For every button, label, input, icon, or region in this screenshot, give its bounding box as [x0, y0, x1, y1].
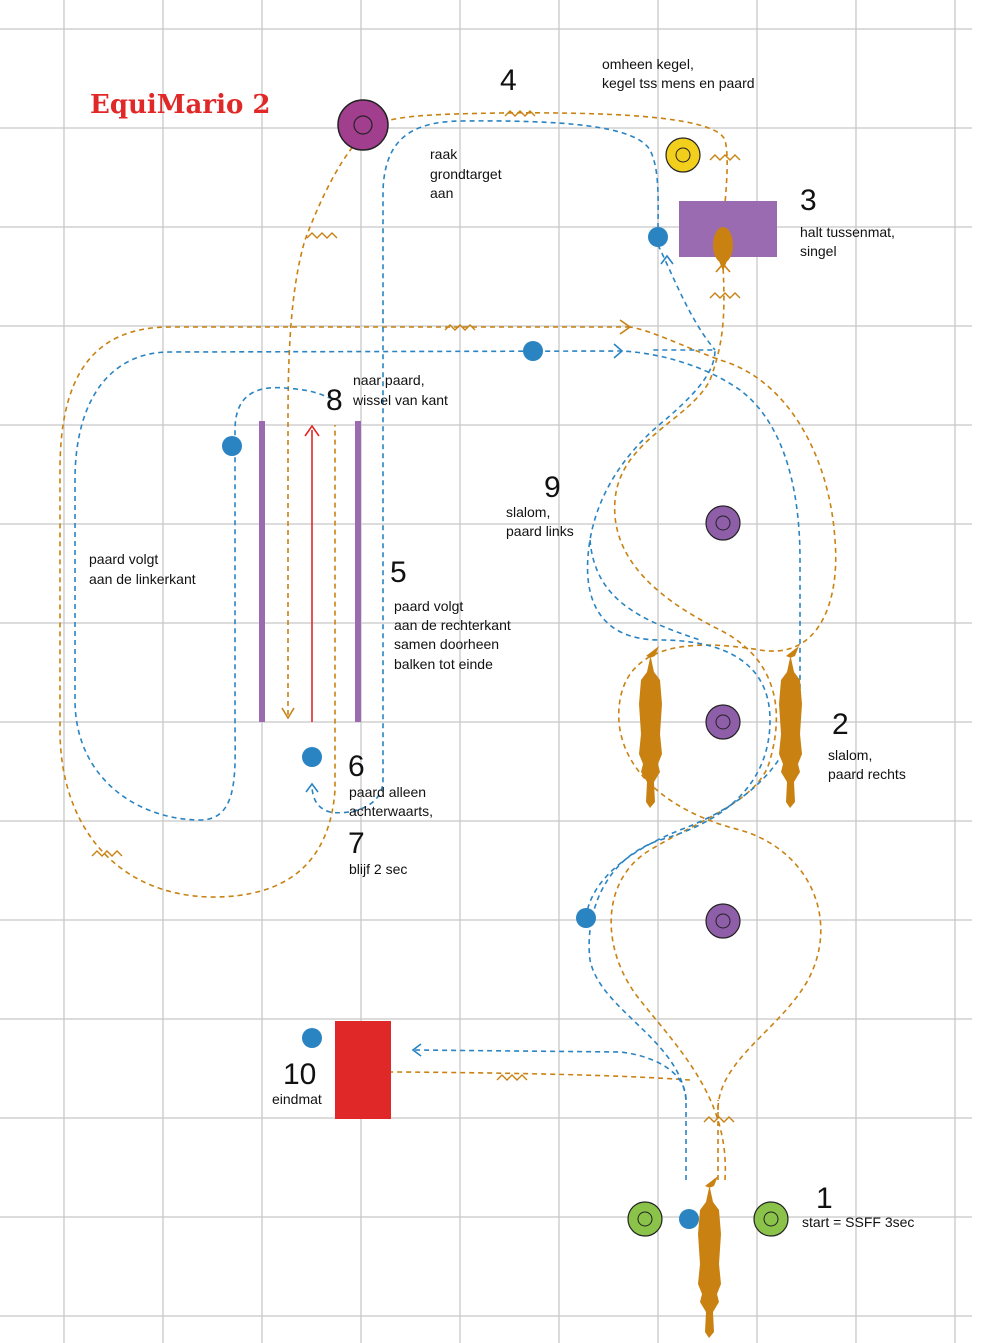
horse-icon — [779, 646, 802, 808]
station-10-number: 10 — [283, 1058, 316, 1091]
page-title: EquiMario 2 — [90, 90, 270, 120]
horse-icon — [713, 227, 733, 271]
station-3-label-line-1: halt tussenmat, — [800, 224, 895, 240]
handler-dot-icon — [302, 747, 322, 767]
station-3-number: 3 — [800, 184, 817, 217]
station-5-label-line-2: aan de rechterkant — [394, 617, 511, 633]
cone-icon — [705, 704, 741, 740]
cone-icon — [705, 505, 741, 541]
pole-corridor — [259, 421, 361, 722]
handler-dot-icon — [523, 341, 543, 361]
cone-icon — [627, 1201, 663, 1237]
target-note-line-3: aan — [430, 185, 453, 201]
station-4-label-line-1: omheen kegel, — [602, 56, 694, 72]
target-note-line-1: raak — [430, 146, 458, 162]
station-9-label-line-2: paard links — [506, 523, 574, 539]
cone-icon — [753, 1201, 789, 1237]
handler-route — [74, 120, 801, 1180]
station-5-label-line-1: paard volgt — [394, 598, 463, 614]
station-2-label-line-2: paard rechts — [828, 766, 906, 782]
station-3-label-line-2: singel — [800, 243, 837, 259]
station-1-label: start = SSFF 3sec — [802, 1214, 914, 1230]
station-4-number: 4 — [500, 64, 517, 97]
handler-dot-icon — [648, 227, 668, 247]
station-7-number: 7 — [348, 827, 365, 860]
station-6-label-line-2: achterwaarts, — [349, 803, 433, 819]
handler-dot-icon — [576, 908, 596, 928]
end-mat — [335, 1021, 391, 1119]
handler-dot-icon — [222, 436, 242, 456]
cone-icon — [705, 903, 741, 939]
station-8-label-line-1: naar paard, — [353, 372, 425, 388]
station-2-number: 2 — [832, 708, 849, 741]
station-5-number: 5 — [390, 556, 407, 589]
handler-dot-icon — [302, 1028, 322, 1048]
handler-dot-icon — [679, 1209, 699, 1229]
station-4-label-line-2: kegel tss mens en paard — [602, 75, 755, 91]
station-7-label: blijf 2 sec — [349, 861, 407, 877]
left-loop-note-line-1: paard volgt — [89, 551, 158, 567]
station-10-label: eindmat — [272, 1091, 322, 1107]
horse-icon — [639, 646, 662, 808]
station-6-number: 6 — [348, 750, 365, 783]
station-6-label-line-1: paard alleen — [349, 784, 426, 800]
horse-icon — [698, 1176, 721, 1338]
ground-target-icon — [337, 99, 389, 151]
station-5-label-line-4: balken tot einde — [394, 656, 493, 672]
left-loop-note-line-2: aan de linkerkant — [89, 571, 196, 587]
station-9-number: 9 — [544, 471, 561, 504]
cone-icon — [665, 137, 701, 173]
station-1-number: 1 — [816, 1182, 833, 1215]
station-9-label-line-1: slalom, — [506, 504, 550, 520]
station-2-label-line-1: slalom, — [828, 747, 872, 763]
target-note-line-2: grondtarget — [430, 166, 502, 182]
station-5-label-line-3: samen doorheen — [394, 636, 499, 652]
station-8-label-line-2: wissel van kant — [352, 392, 448, 408]
station-8-number: 8 — [326, 384, 343, 417]
